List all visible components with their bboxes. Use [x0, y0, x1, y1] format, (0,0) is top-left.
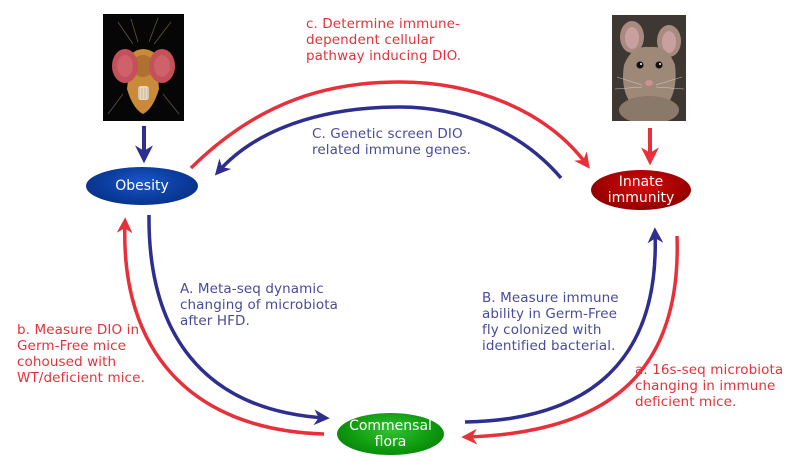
fruit-fly-photo: [103, 14, 184, 121]
node-innate-immunity: Innate immunity: [591, 170, 691, 210]
label-B-measure-immune: B. Measure immune ability in Germ-Free f…: [482, 290, 619, 354]
arrow-B-flora-to-innate: [464, 227, 664, 424]
node-commensal-flora-label: Commensal flora: [349, 418, 432, 450]
mouse-photo: [612, 15, 686, 121]
arrow-A-obesity-to-flora: [147, 214, 330, 426]
label-a-16s-seq: a. 16s-seq microbiota changing in immune…: [635, 362, 784, 410]
label-A-meta-seq: A. Meta-seq dynamic changing of microbio…: [180, 281, 339, 329]
node-commensal-flora: Commensal flora: [337, 413, 444, 455]
node-obesity: Obesity: [86, 167, 198, 205]
mouse-icon: [612, 15, 686, 121]
node-innate-immunity-label: Innate immunity: [607, 174, 675, 206]
node-obesity-label: Obesity: [115, 178, 169, 194]
label-C-genetic-screen: C. Genetic screen DIO related immune gen…: [312, 126, 471, 158]
arrow-c-obesity-to-innate: [189, 80, 590, 170]
label-b-measure-dio: b. Measure DIO in Germ-Free mice cohouse…: [17, 322, 145, 386]
arrow-C-innate-to-obesity: [214, 105, 563, 180]
arrow-a-innate-to-flora: [461, 235, 679, 445]
arrow-b-flora-to-obesity: [116, 217, 325, 436]
fly-icon: [103, 14, 184, 121]
label-c-determine-pathway: c. Determine immune- dependent cellular …: [306, 16, 462, 64]
